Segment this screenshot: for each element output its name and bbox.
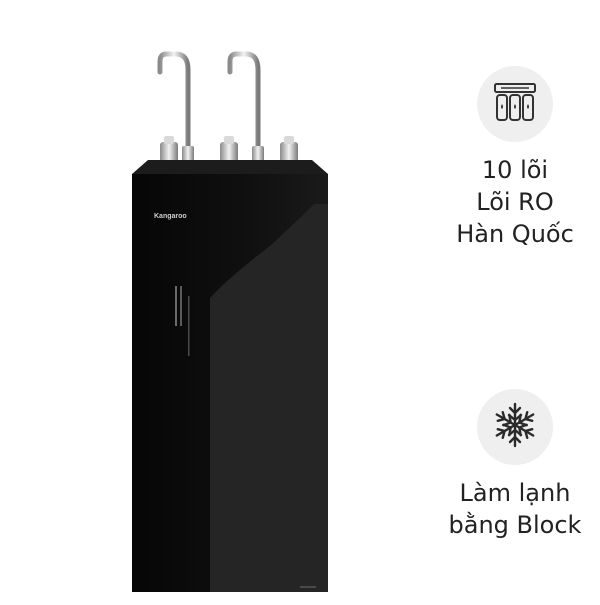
snowflake-icon bbox=[490, 400, 540, 455]
cooling-icon-circle bbox=[477, 389, 553, 465]
water-purifier-illustration: Kangaroo bbox=[132, 51, 328, 592]
feature-filter-line-1: 10 lõi bbox=[481, 156, 549, 184]
feature-cooling-line-2: bằng Block bbox=[448, 511, 582, 539]
top-lid bbox=[132, 160, 328, 174]
feature-filter: 10 lõi Lõi RO Hàn Quốc bbox=[430, 66, 600, 250]
base-mark bbox=[300, 586, 316, 588]
feature-filter-line-2: Lõi RO bbox=[476, 188, 554, 216]
feature-cooling: Làm lạnh bằng Block bbox=[430, 389, 600, 541]
feature-filter-text: 10 lõi Lõi RO Hàn Quốc bbox=[430, 154, 600, 250]
filter-cartridges-icon bbox=[491, 78, 539, 131]
faucet-left bbox=[157, 51, 191, 151]
feature-filter-line-3: Hàn Quốc bbox=[456, 220, 574, 248]
water-purifier-image: Kangaroo bbox=[110, 40, 350, 600]
faucet-right bbox=[227, 51, 261, 151]
front-panel-accent bbox=[210, 204, 328, 592]
feature-cooling-line-1: Làm lạnh bbox=[459, 479, 571, 507]
brand-logo: Kangaroo bbox=[154, 213, 187, 220]
feature-cooling-text: Làm lạnh bằng Block bbox=[430, 477, 600, 541]
vertical-label-marks bbox=[175, 286, 190, 356]
filter-icon-circle bbox=[477, 66, 553, 142]
